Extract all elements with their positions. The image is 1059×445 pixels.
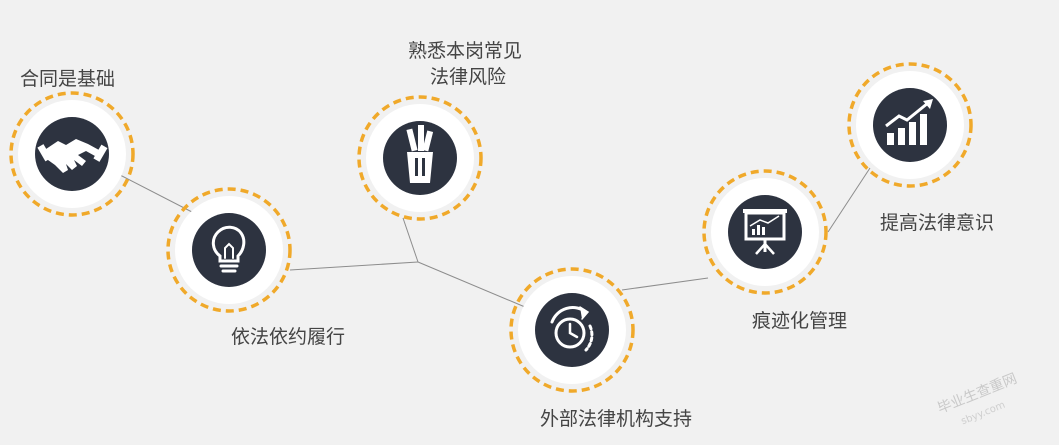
connector-external-trace (621, 277, 709, 291)
clock-refresh-icon (550, 306, 594, 352)
connector-junction-external (417, 261, 526, 308)
node-label-risk-line1: 熟悉本岗常见 (408, 40, 523, 62)
connector-risk-junction (402, 217, 419, 263)
node-label-risk-line2: 法律风险 (430, 66, 507, 88)
lightbulb-icon (211, 225, 246, 273)
outer-dashed-ring (847, 62, 973, 188)
node-label-awareness: 提高法律意识 (880, 212, 995, 234)
connectors (119, 167, 871, 308)
outer-dashed-ring (9, 91, 135, 217)
node-awareness (847, 62, 973, 188)
connector-trace-awareness (827, 167, 871, 233)
node-risk (357, 95, 483, 221)
node-label-external: 外部法律机构支持 (540, 408, 693, 430)
growth-chart-icon (885, 99, 933, 145)
connector-contract-comply (119, 174, 193, 213)
presentation-board-icon (743, 209, 787, 255)
node-external (509, 267, 635, 393)
node-comply (166, 187, 292, 313)
handshake-icon (37, 139, 108, 173)
node-trace (702, 169, 828, 295)
outer-dashed-ring (166, 187, 292, 313)
outer-dashed-ring (357, 95, 483, 221)
node-label-trace: 痕迹化管理 (752, 310, 848, 332)
outer-dashed-ring (509, 267, 635, 393)
node-contract (9, 91, 135, 217)
node-label-contract: 合同是基础 (20, 68, 116, 90)
icon-disc (192, 213, 266, 287)
icon-disc (535, 293, 609, 367)
pencil-cup-icon (406, 125, 434, 183)
connector-comply-junction (289, 261, 419, 271)
node-label-comply: 依法依约履行 (231, 326, 346, 348)
outer-dashed-ring (702, 169, 828, 295)
